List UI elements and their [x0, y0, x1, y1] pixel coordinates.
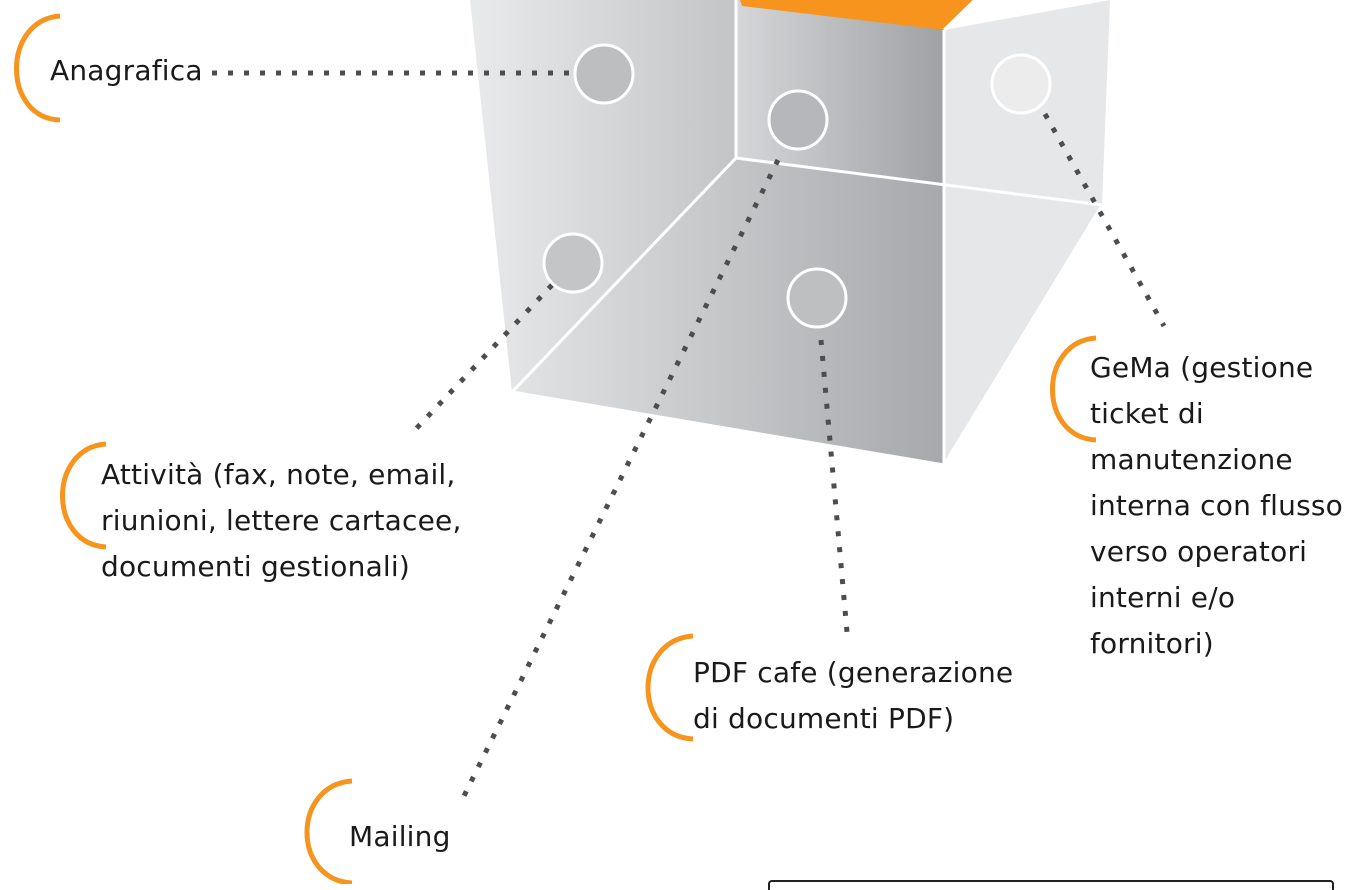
leader-pdf [818, 339, 850, 633]
leader-attivita [411, 283, 554, 434]
label-pdf-cafe: PDF cafe (generazione di documenti PDF) [693, 656, 1014, 735]
hotspot-gema[interactable] [990, 53, 1052, 115]
label-mailing: Mailing [349, 820, 451, 853]
label-anagrafica: Anagrafica [50, 54, 203, 87]
cube-right-back-face [736, 0, 944, 186]
hotspot-mailing[interactable] [767, 89, 829, 151]
cube-floor-face [512, 158, 944, 465]
bracket-mailing [304, 778, 353, 884]
hotspot-pdf[interactable] [786, 267, 848, 329]
hotspot-attivita[interactable] [542, 232, 604, 294]
label-attivita: Attività (fax, note, email, riunioni, le… [101, 458, 462, 583]
bracket-attivita [60, 441, 107, 550]
bracket-pdf [645, 633, 694, 742]
cube [470, 0, 1110, 467]
bottom-frame [768, 880, 1334, 890]
leader-mailing [459, 158, 781, 802]
hotspot-anagrafica[interactable] [573, 43, 635, 105]
label-gema: GeMa (gestione ticket di manutenzione in… [1090, 351, 1344, 660]
cube-top-face [740, 0, 975, 30]
bracket-gema [1050, 335, 1097, 443]
cube-right-face [944, 0, 1110, 465]
cube-left-back-face [470, 0, 736, 392]
bracket-anagrafica [14, 13, 61, 123]
